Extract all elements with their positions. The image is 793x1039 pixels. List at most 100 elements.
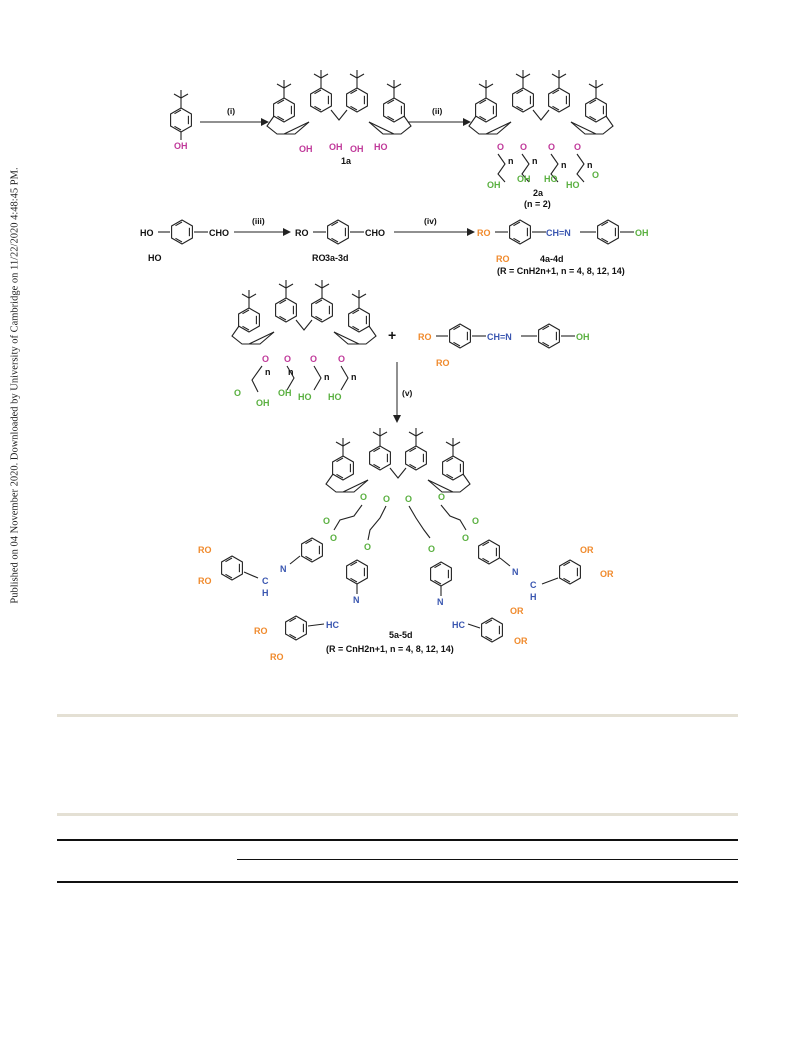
p-o-3: O [360,492,367,502]
1a-ho-4: HO [374,142,388,152]
p-hc-3: HC [452,620,465,630]
label-4: 4a-4d [540,254,564,264]
compound-dhb: HO HO CHO [140,219,229,263]
phenol-oh: OH [174,141,188,151]
p-ro-2a: RO [254,626,268,636]
section-separator-top [57,714,738,717]
note-4: (R = CnH2n+1, n = 4, 8, 12, 14) [497,266,625,276]
compound-1a: OH OH OH HO 1a [267,70,411,166]
2a-ho-3: HO [544,174,558,184]
p-o-1: O [383,494,390,504]
reaction-scheme: OH (i) OH OH OH HO 1a (ii) O O O O n n n… [140,0,649,662]
r2a-n-2: n [288,367,294,377]
p-hc-2: HC [326,620,339,630]
p-h-4: H [530,592,537,602]
p-or-3a: OR [510,606,524,616]
compound-5a-5d: O O O O O O O O O O N C H RO RO N HC RO … [198,428,614,662]
p-oc-2: O [472,516,479,526]
2a-n-2: n [532,156,538,166]
p-n-1: N [280,564,287,574]
p-h-1: H [262,588,269,598]
r2a-o-1: O [262,354,269,364]
label-5: 5a-5d [389,630,413,640]
note-5: (R = CnH2n+1, n = 4, 8, 12, 14) [326,644,454,654]
p-ro-1a: RO [198,545,212,555]
p-oe-3: O [428,544,435,554]
2a-oh-1: OH [487,180,501,190]
dhb-ho-2: HO [148,253,162,263]
r2a-ho-3: HO [298,392,312,402]
2a-o-2: O [520,142,527,152]
compound-phenol: OH [170,89,192,151]
2a-o-1: O [497,142,504,152]
2a-o-carbonyl: O [592,170,599,180]
r2a-o-c1: O [234,388,241,398]
p-o-2: O [405,494,412,504]
r4-imine: CH=N [487,332,512,342]
r2a-ho-4: HO [328,392,342,402]
table-rule-top [57,839,738,841]
table-rule-mid [237,859,738,860]
1a-oh-3: OH [350,144,364,154]
1a-oh-1: OH [299,144,313,154]
p-n-3: N [437,597,444,607]
4-imine: CH=N [546,228,571,238]
reactant-2a: O O O O n n n n O OH OH HO HO [232,280,376,408]
reagent-ii: (ii) [432,106,443,116]
r2a-n-4: n [351,372,357,382]
dhb-ho-1: HO [140,228,154,238]
r2a-o-2: O [284,354,291,364]
p-c-4: C [530,580,537,590]
2a-n-4: n [587,160,593,170]
r2a-oh-2: OH [278,388,292,398]
reactant-4: RO CH=N OH RO [418,323,590,368]
compound-3a-3d: RO CHO RO 3a-3d [295,219,385,263]
r4-ro-1: RO [418,332,432,342]
p-oe-4: O [462,533,469,543]
r2a-o-4: O [338,354,345,364]
reagent-i: (i) [227,106,235,116]
r4-ro-2: RO [436,358,450,368]
p-oe-1: O [330,533,337,543]
p-c-1: C [262,576,269,586]
2a-oh-2: OH [517,174,531,184]
p-n-4: N [512,567,519,577]
table-rule-bottom [57,881,738,883]
2a-n-3: n [561,160,567,170]
4-oh: OH [635,228,649,238]
r2a-n-3: n [324,372,330,382]
3-cho: CHO [365,228,385,238]
label-1a: 1a [341,156,352,166]
dhb-cho: CHO [209,228,229,238]
2a-ho-4: HO [566,180,580,190]
r4-oh: OH [576,332,590,342]
reagent-iv: (iv) [424,216,437,226]
3-ro-1: RO [295,228,309,238]
reagent-iii: (iii) [252,216,265,226]
p-o-4: O [438,492,445,502]
4-ro-2: RO [496,254,510,264]
2a-n-1: n [508,156,514,166]
r2a-n-1: n [265,367,271,377]
label-2a: 2a [533,188,544,198]
reagent-v: (v) [402,388,413,398]
label-3: 3a-3d [325,253,349,263]
p-n-2: N [353,595,360,605]
2a-o-3: O [548,142,555,152]
note-2a: (n = 2) [524,199,551,209]
p-ro-1b: RO [198,576,212,586]
3-ro-2: RO [312,253,326,263]
r2a-o-3: O [310,354,317,364]
r2a-oh-1: OH [256,398,270,408]
p-oc-1: O [323,516,330,526]
4-ro-1: RO [477,228,491,238]
compound-2a: O O O O n n n n OH OH HO HO O 2a (n = 2) [469,70,613,209]
plus-sign: + [388,327,396,343]
p-oe-2: O [364,542,371,552]
p-or-3b: OR [514,636,528,646]
compound-4a-4d: RO CH=N OH RO 4a-4d (R = CnH2n+1, n = 4,… [477,219,649,276]
section-separator-bottom [57,813,738,816]
1a-oh-2: OH [329,142,343,152]
p-or-4a: OR [580,545,594,555]
p-or-4b: OR [600,569,614,579]
